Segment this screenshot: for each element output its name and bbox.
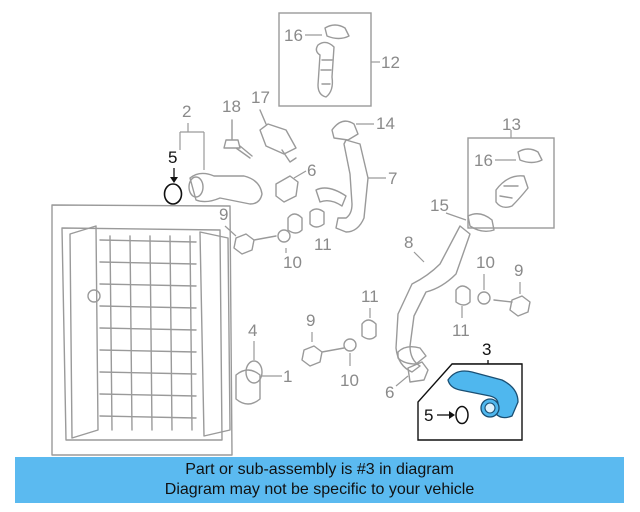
- callout-6-lower: 6: [385, 383, 394, 402]
- part-6-clamp-upper: 6: [275, 161, 316, 203]
- callout-4: 4: [248, 321, 257, 340]
- callout-2: 2: [182, 102, 191, 121]
- callout-12: 12: [381, 53, 400, 72]
- part-3-hose-highlight-box: 3 5: [417, 340, 523, 441]
- callout-14: 14: [376, 114, 395, 133]
- part-8-pipe: 15 8 6: [385, 196, 495, 402]
- callout-9-middle: 9: [306, 311, 315, 330]
- subassembly-box-12: 12 16: [278, 12, 400, 107]
- callout-9-right: 9: [514, 261, 523, 280]
- callout-13: 13: [502, 115, 521, 134]
- callout-8: 8: [404, 233, 413, 252]
- callout-1: 1: [283, 367, 292, 386]
- callout-18: 18: [222, 97, 241, 116]
- callout-17: 17: [251, 88, 270, 107]
- callout-6-upper: 6: [307, 161, 316, 180]
- intercooler-part-1: 1: [51, 204, 292, 456]
- callout-7: 7: [388, 169, 397, 188]
- callout-9-left: 9: [219, 205, 228, 224]
- fastener-cluster-right: 10 9 11: [452, 253, 531, 340]
- part-5-seal-left: 5: [163, 148, 183, 205]
- subassembly-box-13: 13 16: [467, 115, 555, 229]
- callout-5-right: 5: [424, 406, 433, 425]
- part-4-seal: 4: [245, 321, 263, 384]
- callout-16-right: 16: [474, 151, 493, 170]
- callout-11-middle: 11: [361, 287, 379, 306]
- callout-10-middle: 10: [340, 371, 359, 390]
- part-7-pipe: 14 7: [309, 114, 397, 233]
- callout-5-left: 5: [168, 148, 177, 167]
- fastener-cluster-left: 9 10 11: [219, 205, 332, 272]
- fastener-cluster-middle: 9 10 11: [301, 287, 379, 390]
- callout-16-top: 16: [284, 26, 303, 45]
- parts-diagram: 12 16 13 16 1 4 2: [51, 12, 555, 456]
- callout-10-right: 10: [476, 253, 495, 272]
- callout-10-left: 10: [283, 253, 302, 272]
- callout-11-left: 11: [314, 235, 332, 254]
- callout-11-right: 11: [452, 321, 470, 340]
- banner-line-2: Diagram may not be specific to your vehi…: [164, 481, 475, 498]
- part-2-hose: 2 18 17: [179, 88, 297, 205]
- info-banner: Part or sub-assembly is #3 in diagram Di…: [15, 457, 624, 503]
- callout-15: 15: [430, 196, 449, 215]
- banner-line-1: Part or sub-assembly is #3 in diagram: [185, 461, 454, 478]
- callout-3: 3: [482, 340, 491, 359]
